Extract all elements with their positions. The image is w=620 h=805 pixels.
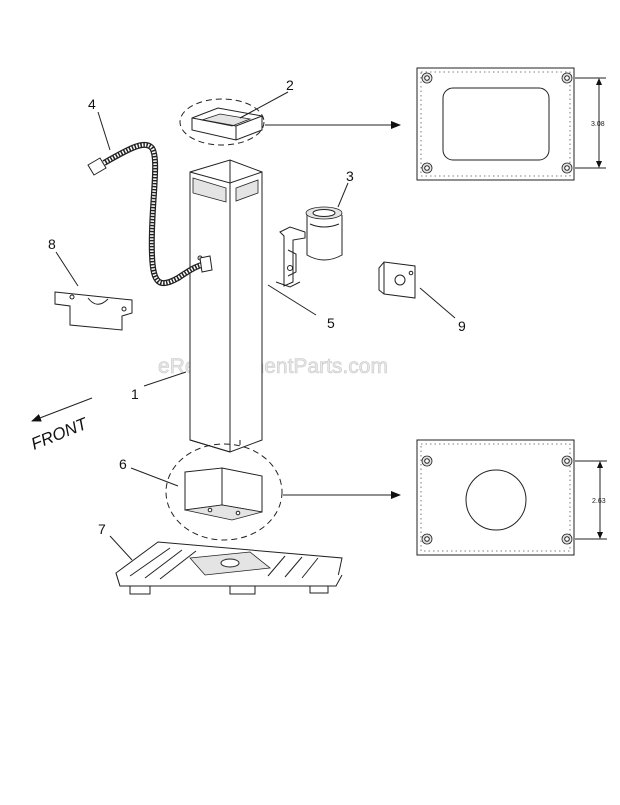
bottom-dimension-label: 2.63 (592, 498, 606, 505)
bottom-plate-detail (416, 439, 607, 556)
callout-1: 1 (131, 386, 139, 402)
callout-5: 5 (327, 315, 335, 331)
part-6-bottom-bracket (165, 443, 283, 541)
top-plate-detail (416, 67, 606, 181)
callout-9: 9 (458, 318, 466, 334)
callout-2: 2 (286, 77, 294, 93)
front-label: FRONT (28, 414, 91, 454)
front-arrow-icon (31, 397, 93, 422)
part-9-plate (378, 261, 416, 299)
part-1-post (189, 159, 263, 453)
part-2-top-bracket (179, 98, 265, 146)
part-5-valve-bracket (275, 226, 306, 288)
callout-4: 4 (88, 96, 96, 112)
front-indicator: FRONT (28, 397, 93, 454)
leader-lines (55, 91, 456, 561)
callout-3: 3 (346, 168, 354, 184)
part-8-plate (54, 291, 133, 331)
callout-6: 6 (119, 456, 127, 472)
part-7-base (115, 541, 343, 595)
callout-7: 7 (98, 521, 106, 537)
part-3-cylinder (305, 206, 343, 261)
part-4-hose (87, 141, 213, 287)
top-dimension-label: 3.08 (591, 121, 605, 128)
callout-8: 8 (48, 236, 56, 252)
